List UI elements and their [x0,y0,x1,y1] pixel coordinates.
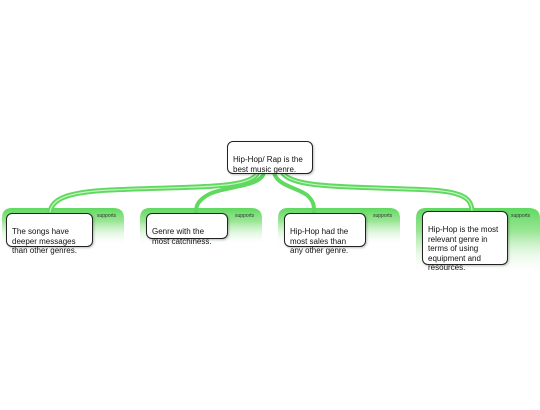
reason-text-1: The songs have deeper messages than othe… [12,227,77,256]
link-label-3: supports [373,213,393,219]
branch-to-child-1 [47,169,261,215]
root-claim-text: Hip-Hop/ Rap is the best music genre. [233,155,303,174]
reason-node-1[interactable]: The songs have deeper messages than othe… [6,213,93,255]
branch-to-child-4 [279,169,475,215]
reason-node-3[interactable]: Hip-Hop had the most sales than any othe… [284,213,366,255]
reason-text-4: Hip-Hop is the most relevant genre in te… [428,225,499,273]
branch-to-child-2 [194,170,266,214]
branch-to-child-3 [272,170,316,214]
link-label-1: supports [97,213,117,219]
reason-text-2: Genre with the most catchiness. [152,227,212,246]
reason-node-2[interactable]: Genre with the most catchiness. [146,213,228,246]
reason-text-3: Hip-Hop had the most sales than any othe… [290,227,349,256]
reason-node-4[interactable]: Hip-Hop is the most relevant genre in te… [422,211,508,272]
link-label-4: supports [511,213,531,219]
root-claim-node[interactable]: Hip-Hop/ Rap is the best music genre. [227,141,313,174]
link-label-2: supports [235,213,255,219]
